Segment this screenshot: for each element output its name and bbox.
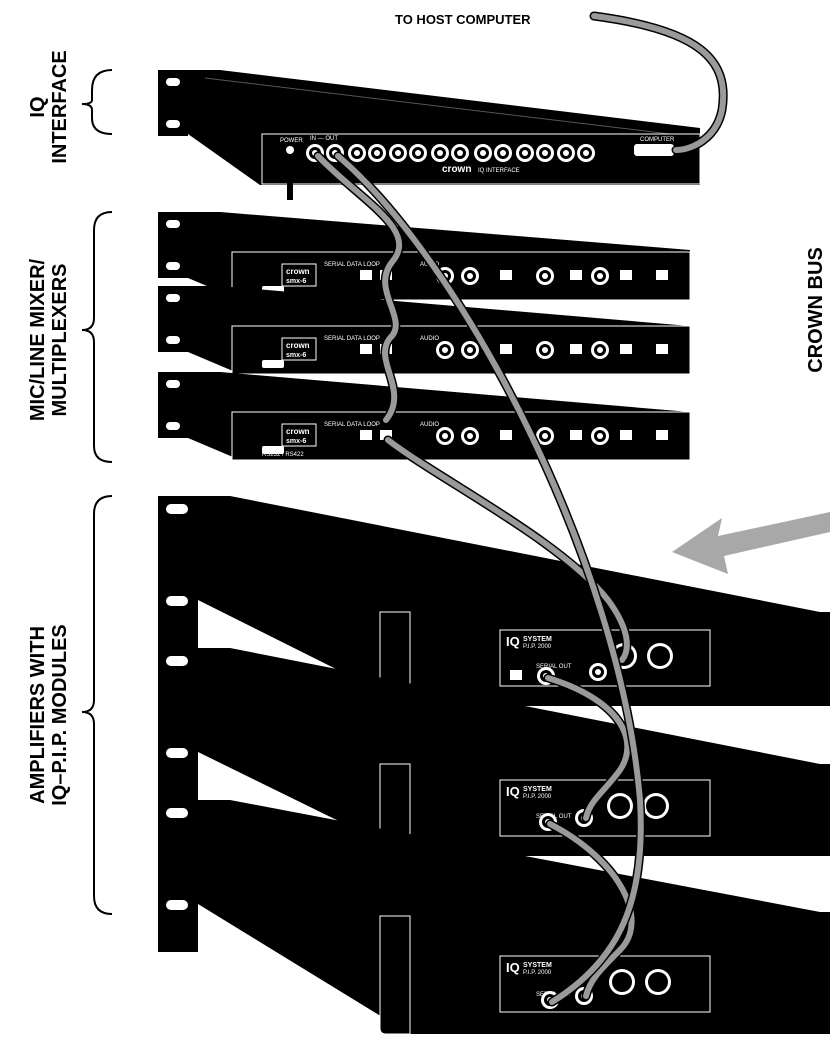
- amplifier-unit-1: IQ SYSTEM P.I.P. 2000 SERIAL OUT: [158, 496, 830, 707]
- label-iq-interface-line1: IQ: [27, 96, 49, 117]
- iq-power-label: POWER: [280, 138, 303, 144]
- pip1-logo: IQ: [506, 634, 520, 649]
- mixer2-serial: SERIAL DATA LOOP: [324, 336, 380, 342]
- iq-loop-label: IN — OUT: [310, 136, 338, 142]
- label-iq-interface-line2: INTERFACE: [49, 50, 71, 163]
- pip1-system: SYSTEM: [523, 636, 552, 643]
- brace-iq-interface: [81, 69, 113, 135]
- iq-brand: crown: [442, 164, 471, 175]
- mixer3-audio: AUDIO: [420, 422, 439, 428]
- mixer-unit-1: crown smx-6 SERIAL DATA LOOP AUDIO: [158, 212, 691, 301]
- pip1-serial-out: SERIAL OUT: [536, 664, 572, 670]
- mixer2-audio: AUDIO: [420, 336, 439, 342]
- label-mixers-line2: MULTIPLEXERS: [49, 264, 71, 417]
- mixer-unit-2: crown smx-6 SERIAL DATA LOOP AUDIO: [158, 286, 691, 375]
- cable-to-amp1: [385, 437, 630, 663]
- mixer3-rs: RS232 / RS422: [262, 452, 304, 458]
- label-to-host-computer: TO HOST COMPUTER: [395, 12, 531, 27]
- iq-computer-label: COMPUTER: [640, 137, 675, 143]
- mixer1-model: smx-6: [286, 278, 306, 285]
- iq-model: IQ INTERFACE: [478, 168, 520, 174]
- label-crown-bus: CROWN BUS: [805, 247, 827, 373]
- pip3-system: SYSTEM: [523, 962, 552, 969]
- label-amplifiers-line1: AMPLIFIERS WITH: [27, 626, 49, 804]
- pip3-model: P.I.P. 2000: [523, 970, 552, 976]
- cables: [287, 11, 728, 1007]
- mixer1-serial: SERIAL DATA LOOP: [324, 262, 380, 268]
- mixer3-model: smx-6: [286, 438, 306, 445]
- brace-amplifiers: [81, 495, 113, 915]
- cable-host: [591, 13, 727, 153]
- pip2-model: P.I.P. 2000: [523, 794, 552, 800]
- pip2-logo: IQ: [506, 784, 520, 799]
- pip3-logo: IQ: [506, 960, 520, 975]
- label-amplifiers-line2: IQ–P.I.P. MODULES: [49, 624, 71, 806]
- mixer1-brand: crown: [286, 267, 310, 276]
- mixer3-brand: crown: [286, 427, 310, 436]
- cable-amp1-amp2: [545, 675, 631, 821]
- mixer3-serial: SERIAL DATA LOOP: [324, 422, 380, 428]
- mixer2-model: smx-6: [286, 352, 306, 359]
- cable-mixer-loop: [315, 153, 402, 423]
- label-mixers-line1: MIC/LINE MIXER/: [27, 258, 49, 421]
- cable-amp2-amp3: [547, 821, 635, 999]
- mixer2-brand: crown: [286, 341, 310, 350]
- brace-mixers: [81, 211, 113, 463]
- pip2-system: SYSTEM: [523, 786, 552, 793]
- pip1-model: P.I.P. 2000: [523, 644, 552, 650]
- crown-bus-arrow: [672, 512, 830, 574]
- mixer-unit-3: crown smx-6 SERIAL DATA LOOP RS232 / RS4…: [158, 372, 691, 461]
- cable-return: [335, 153, 644, 1005]
- iq-interface-unit: POWER COMPUTER crown IQ INTERFACE IN — O…: [158, 70, 701, 185]
